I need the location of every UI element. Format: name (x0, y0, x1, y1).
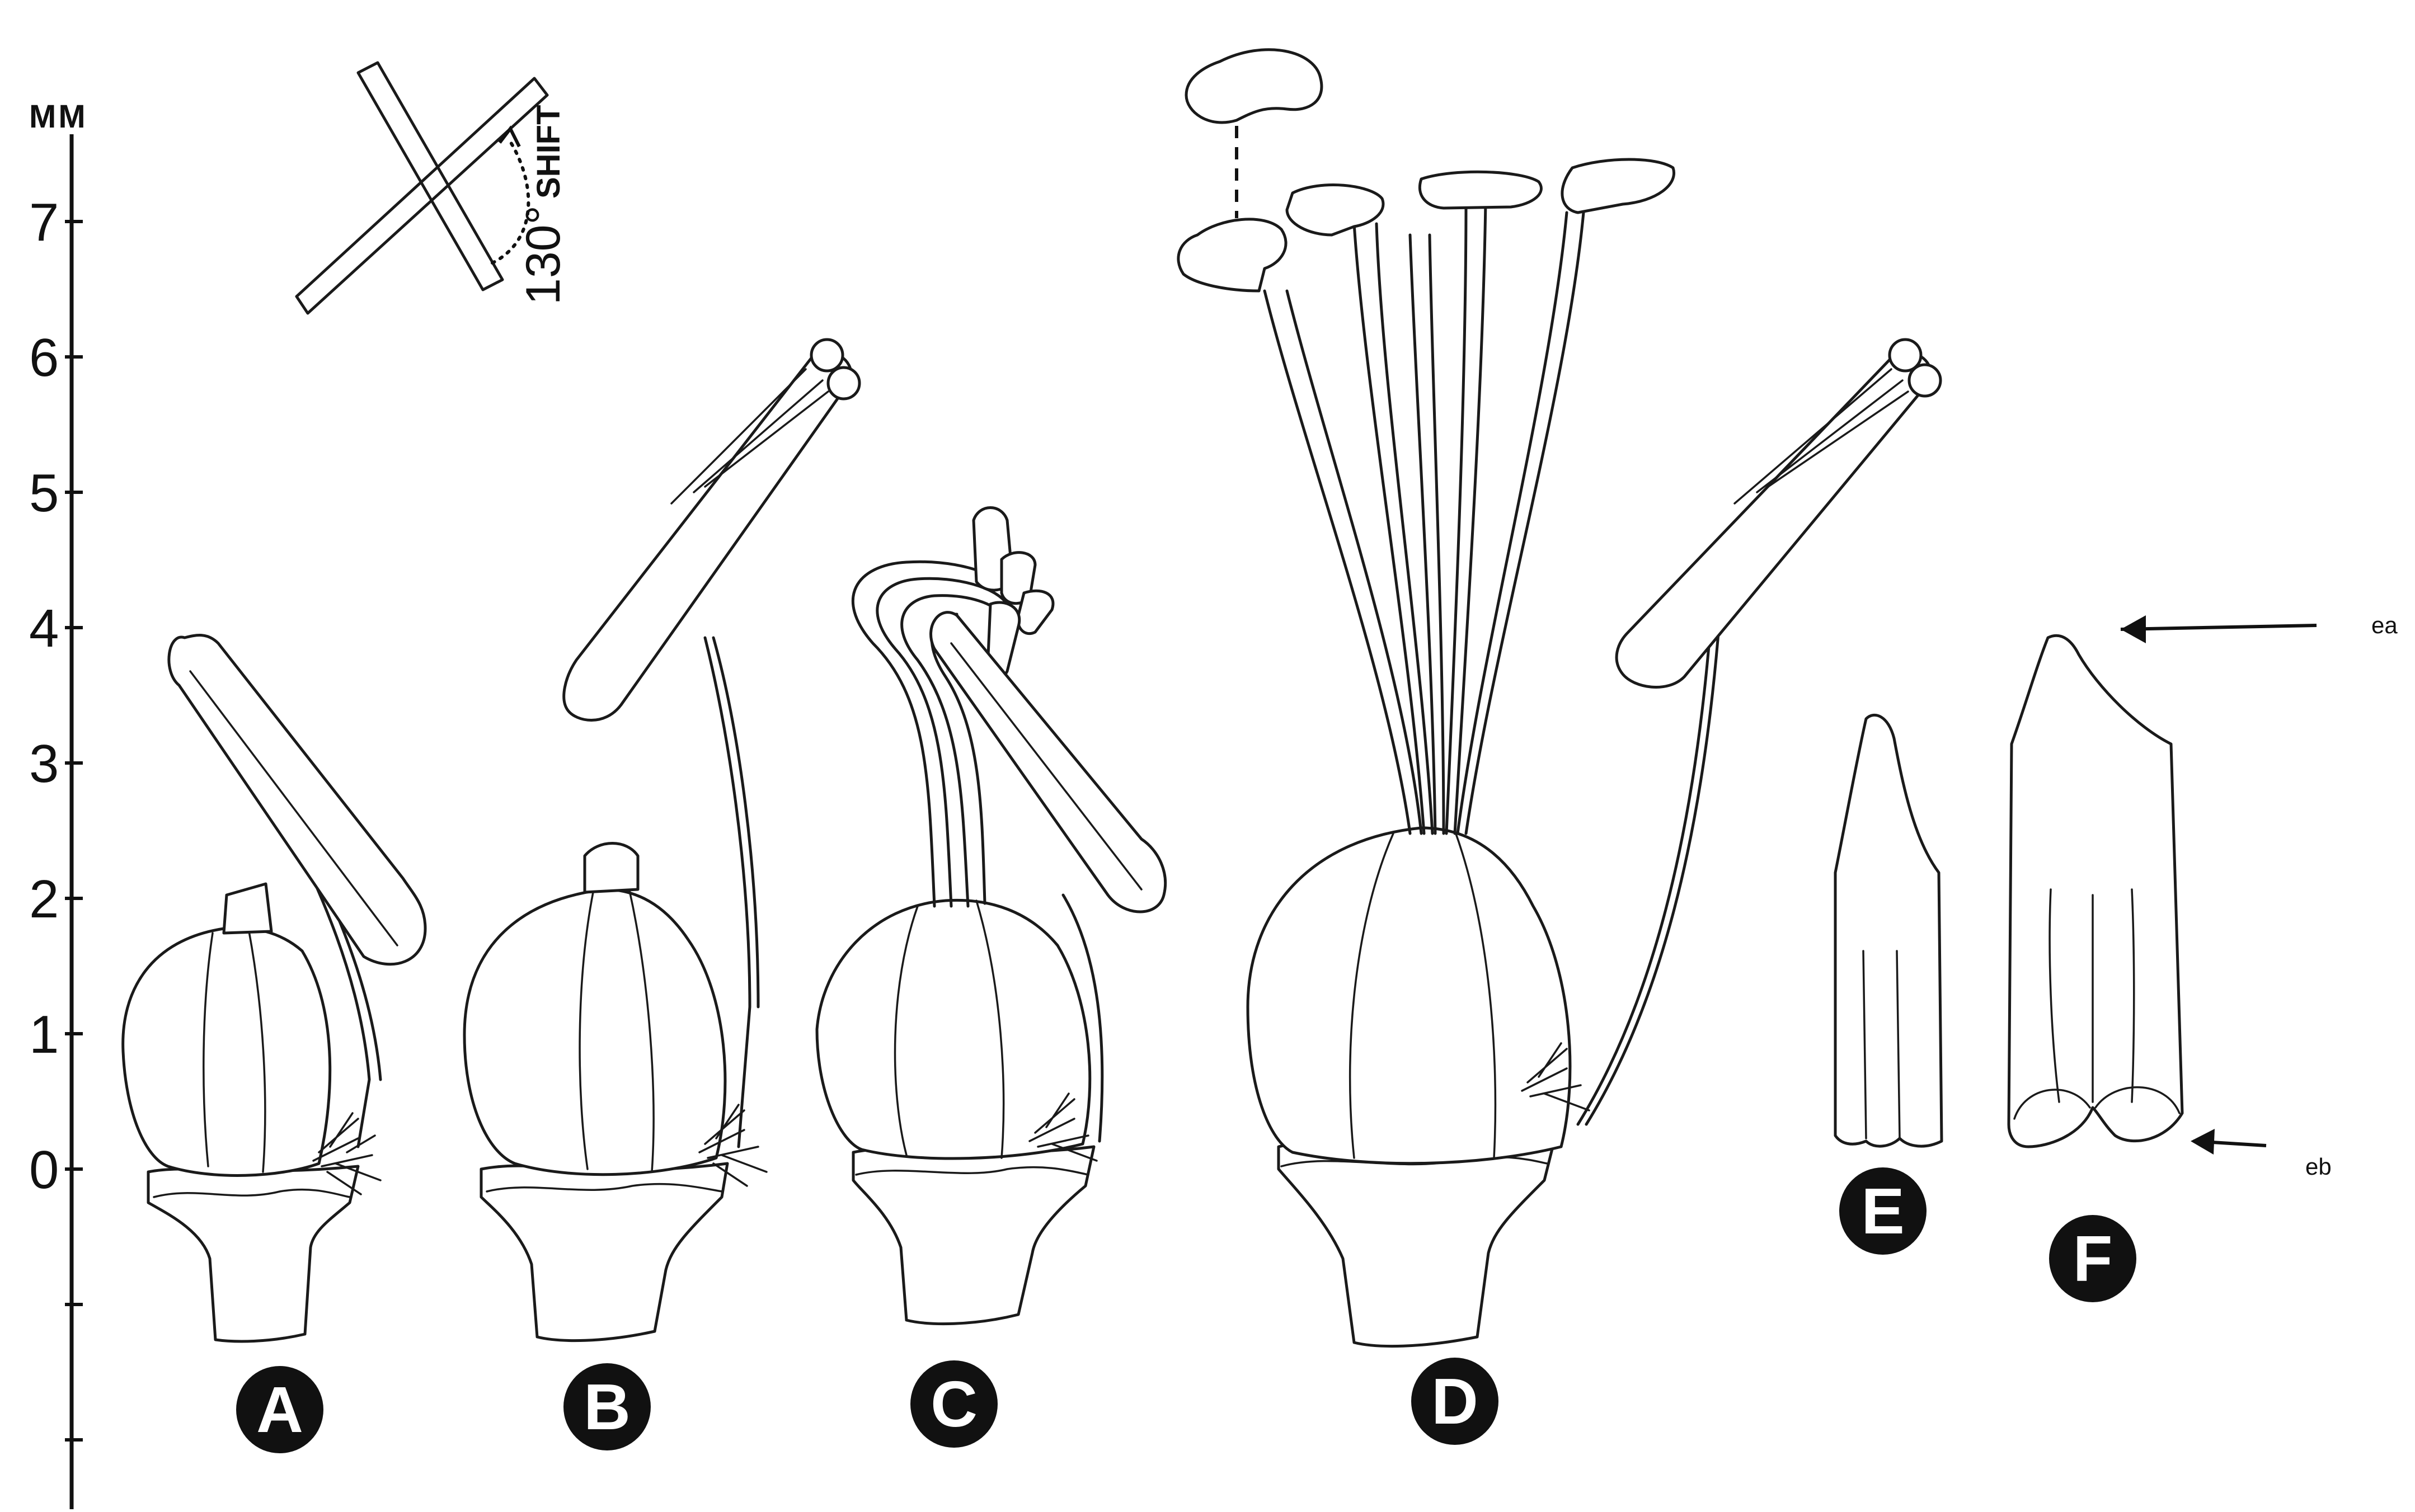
stigma-d2 (1287, 185, 1383, 235)
anther-c-line (951, 643, 1141, 889)
panel-f-label: F (2073, 1222, 2113, 1295)
arrow-ea-line (2121, 625, 2317, 629)
anther-a (169, 635, 425, 964)
stigma-c3 (1018, 591, 1053, 633)
axis-tick-label: 1 (29, 1005, 59, 1064)
anther-a-line (190, 671, 397, 945)
style-stub-b (585, 844, 638, 893)
stigma-d1 (1178, 219, 1286, 291)
axis-tick-label: 7 (29, 192, 59, 252)
rotation-inset: 130° SHIFT (297, 63, 570, 313)
ovary-b (464, 889, 725, 1175)
receptacle-d (1279, 1136, 1556, 1346)
inset-bar-after (297, 78, 547, 313)
axis-unit-label: MM (29, 98, 88, 135)
inset-bar-before (358, 63, 502, 290)
shift-arrow-head (500, 129, 519, 147)
axis-tick-label: 0 (29, 1140, 59, 1200)
shift-angle-label: 130° (516, 205, 570, 305)
label-ea: ea (2371, 612, 2398, 638)
anther-d (1617, 352, 1931, 687)
panel-a-label: A (256, 1373, 303, 1446)
axis-tick-label: 4 (29, 599, 59, 658)
label-eb: eb (2305, 1153, 2332, 1180)
arrow-eb-head (2191, 1129, 2215, 1155)
anther-b-tip2 (828, 368, 859, 399)
stigma-d3 (1420, 172, 1541, 208)
panel-e-drawing: E (1835, 715, 1942, 1255)
stamen-f (2009, 635, 2182, 1147)
stamen-e (1835, 715, 1942, 1146)
shift-text-label: SHIFT (530, 105, 567, 199)
panel-b-label: B (584, 1370, 631, 1443)
ovary-d (1248, 828, 1570, 1164)
panel-d-drawing: D (1178, 50, 1941, 1445)
anther-d-tip2 (1909, 365, 1941, 396)
axis-ticks: 0 1 2 3 4 5 6 7 (29, 192, 83, 1440)
panel-b-drawing: B (464, 340, 859, 1450)
panel-c-label: C (931, 1368, 978, 1440)
panel-f-drawing: F ea eb (2009, 612, 2398, 1302)
anther-b-tip1 (811, 340, 843, 371)
panel-d-label: D (1431, 1365, 1478, 1438)
panel-c-drawing: C (817, 508, 1166, 1448)
ovary-a (123, 928, 330, 1176)
scale-axis: MM 0 1 2 3 4 5 6 7 (29, 98, 88, 1509)
arrow-ea-head (2121, 615, 2146, 643)
stigma-d4 (1562, 159, 1674, 213)
stigma-d-detached (1186, 50, 1322, 123)
style-stub-a (224, 884, 271, 933)
panel-e-label: E (1861, 1175, 1904, 1247)
style-d1b (1287, 291, 1421, 833)
axis-tick-label: 6 (29, 328, 59, 388)
panel-a-drawing: A (123, 635, 425, 1453)
axis-tick-label: 3 (29, 734, 59, 794)
style-d4 (1446, 201, 1466, 833)
axis-tick-label: 5 (29, 463, 59, 523)
filament-b-2 (713, 638, 758, 1007)
axis-tick-label: 2 (29, 869, 59, 929)
